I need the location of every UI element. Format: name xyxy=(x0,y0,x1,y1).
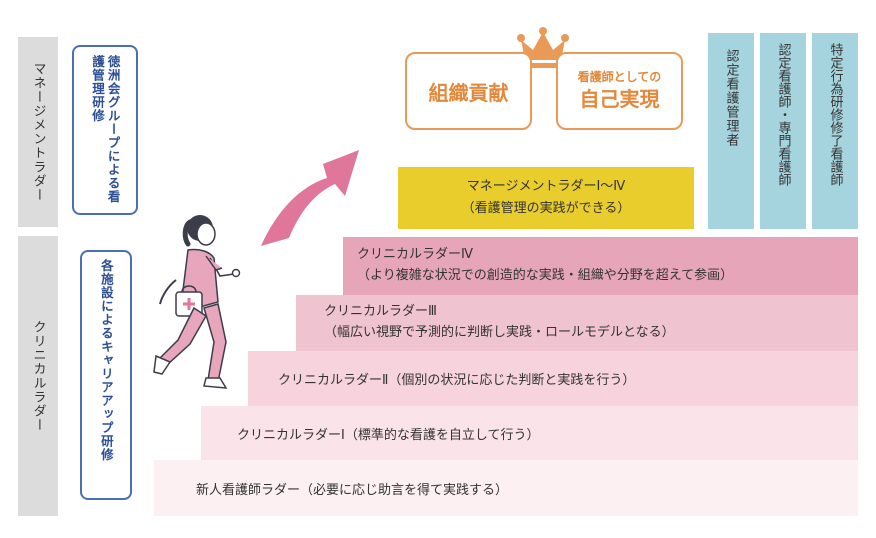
management-ladder-label: マネージメントラダー xyxy=(30,62,46,202)
facility-training-box: 各施設によるキャリアアップ研修 xyxy=(80,250,132,500)
management-ladder-box: マネージメントラダーⅠ〜Ⅳ （看護管理の実践ができる） xyxy=(398,167,694,229)
step-ladder-4-desc: （より複雑な状況での創造的な実践・組織や分野を超えて参画） xyxy=(357,268,734,283)
step-ladder-4: クリニカルラダーⅣ （より複雑な状況での創造的な実践・組織や分野を超えて参画） xyxy=(343,237,858,295)
cert-specified-acts-label: 特定行為研修修了看護師 xyxy=(827,43,843,186)
cert-specified-acts: 特定行為研修修了看護師 xyxy=(812,33,858,229)
goal-self-small-label: 看護師としての xyxy=(577,70,662,85)
clinical-ladder-label: クリニカルラダー xyxy=(30,320,46,432)
cert-nursing-admin: 認定看護管理者 xyxy=(708,33,754,229)
step-ladder-4-title: クリニカルラダーⅣ xyxy=(357,247,473,263)
step-ladder-2-label: クリニカルラダーⅡ（個別の状況に応じた判断と実践を行う） xyxy=(278,373,636,388)
step-ladder-3-desc: （幅広い視野で予測的に判断し実践・ロールモデルとなる） xyxy=(324,325,675,340)
step-ladder-1-label: クリニカルラダーⅠ（標準的な看護を自立して行う） xyxy=(237,427,540,443)
step-new-nurse-label: 新人看護師ラダー（必要に応じ助言を得て実践する） xyxy=(196,482,509,498)
goal-contribution-box: 組織貢献 xyxy=(405,52,532,130)
step-ladder-1: クリニカルラダーⅠ（標準的な看護を自立して行う） xyxy=(201,406,858,460)
cert-specialist: 認定看護師・専門看護師 xyxy=(760,33,806,229)
group-training-box: 徳洲会グループによる看護管理研修 xyxy=(72,45,138,215)
management-ladder-title: マネージメントラダーⅠ〜Ⅳ xyxy=(466,178,626,194)
goal-self-large-label: 自己実現 xyxy=(579,86,660,111)
goal-self-realization-box: 看護師としての 自己実現 xyxy=(556,52,683,130)
management-ladder-desc: （看護管理の実践ができる） xyxy=(461,201,631,216)
step-ladder-3-title: クリニカルラダーⅢ xyxy=(324,304,437,320)
clinical-ladder-bar: クリニカルラダー xyxy=(18,236,58,516)
cert-specialist-label: 認定看護師・専門看護師 xyxy=(775,43,791,186)
management-ladder-bar: マネージメントラダー xyxy=(18,37,58,227)
cert-nursing-admin-label: 認定看護管理者 xyxy=(723,49,739,147)
group-training-label: 徳洲会グループによる看護管理研修 xyxy=(90,55,121,204)
goal-contribution-label: 組織貢献 xyxy=(428,80,509,105)
nurse-running-icon xyxy=(153,215,241,389)
step-ladder-2: クリニカルラダーⅡ（個別の状況に応じた判断と実践を行う） xyxy=(248,351,858,406)
step-ladder-3: クリニカルラダーⅢ （幅広い視野で予測的に判断し実践・ロールモデルとなる） xyxy=(296,295,858,351)
step-new-nurse: 新人看護師ラダー（必要に応じ助言を得て実践する） xyxy=(154,460,858,516)
facility-training-label: 各施設によるキャリアアップ研修 xyxy=(98,259,114,462)
crown-icon xyxy=(517,27,569,68)
growth-arrow-icon xyxy=(261,150,359,246)
